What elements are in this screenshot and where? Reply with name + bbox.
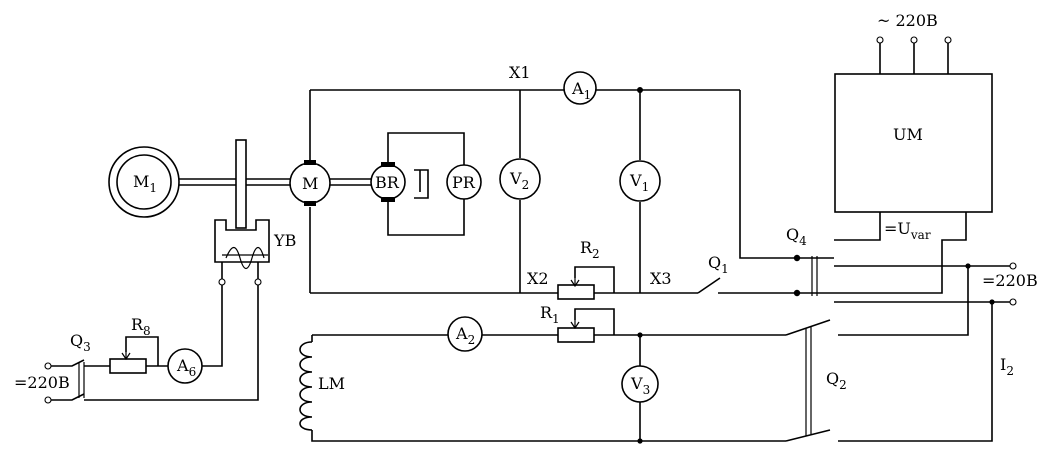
svg-text:Q4: Q4 [786, 225, 807, 248]
ammeter-a2: A2 [447, 316, 483, 352]
svg-text:BR: BR [375, 173, 400, 192]
terminal [1009, 298, 1017, 306]
terminal [1009, 262, 1017, 270]
meter-pr: PR [446, 164, 482, 200]
svg-text:A1: A1 [571, 79, 591, 102]
switch-q3: Q3 =220B [14, 331, 91, 404]
voltmeter-v1: V1 [619, 160, 661, 202]
motor-m1: M1 [108, 146, 180, 218]
node-label-x2: X2 [527, 269, 549, 288]
switch-q1: Q1 [697, 253, 729, 294]
svg-text:Q1: Q1 [708, 253, 729, 276]
svg-text:V2: V2 [509, 169, 529, 192]
resistor-r1: R1 [540, 303, 595, 343]
ac-supply-label: ~ 220B [877, 11, 938, 30]
svg-text:YB: YB [273, 231, 296, 250]
node-label-x1: X1 [509, 63, 531, 82]
voltmeter-v2: V2 [499, 158, 541, 200]
armature-loop-wires [309, 89, 797, 294]
svg-text:R1: R1 [540, 303, 560, 326]
voltmeter-v3: V3 [621, 365, 659, 403]
switch-q4: Q4 [786, 212, 1010, 303]
svg-text:PR: PR [452, 173, 476, 192]
svg-text:M1: M1 [133, 172, 157, 195]
label-i2: I2 [1000, 355, 1014, 378]
svg-text:UM: UM [893, 125, 923, 144]
resistor-r8: R8 [109, 315, 159, 374]
label-uvar: =Uvar [884, 219, 931, 242]
switch-q2: Q2 [785, 266, 993, 442]
ammeter-a1: A1 [563, 71, 597, 105]
svg-text:A2: A2 [455, 324, 475, 347]
svg-text:LM: LM [318, 374, 345, 393]
junction-dot [637, 87, 643, 93]
dc-supply-label-left: =220B [14, 373, 70, 392]
ammeter-a6: A6 [167, 348, 203, 384]
svg-text:Q2: Q2 [826, 369, 847, 392]
shaft [330, 178, 372, 186]
svg-text:M: M [302, 174, 318, 193]
svg-text:Q3: Q3 [70, 331, 91, 354]
resistor-r2: R2 [557, 238, 600, 300]
svg-text:R8: R8 [131, 315, 151, 338]
field-coil-lm: LM [299, 341, 345, 431]
dc-supply-label-right: =220B [982, 271, 1038, 290]
shaft [179, 178, 290, 186]
brake-yb: YB [84, 139, 296, 401]
node-label-x3: X3 [650, 269, 672, 288]
svg-text:V3: V3 [630, 374, 650, 397]
svg-text:R2: R2 [580, 238, 600, 261]
excitation-circuit-wires [311, 308, 786, 442]
svg-text:V1: V1 [629, 171, 649, 194]
motor-m: M [289, 160, 331, 206]
svg-text:A6: A6 [176, 356, 196, 379]
tachogenerator-br: BR [370, 132, 465, 236]
converter-um: UM ~ 220B =Uvar [834, 11, 993, 266]
